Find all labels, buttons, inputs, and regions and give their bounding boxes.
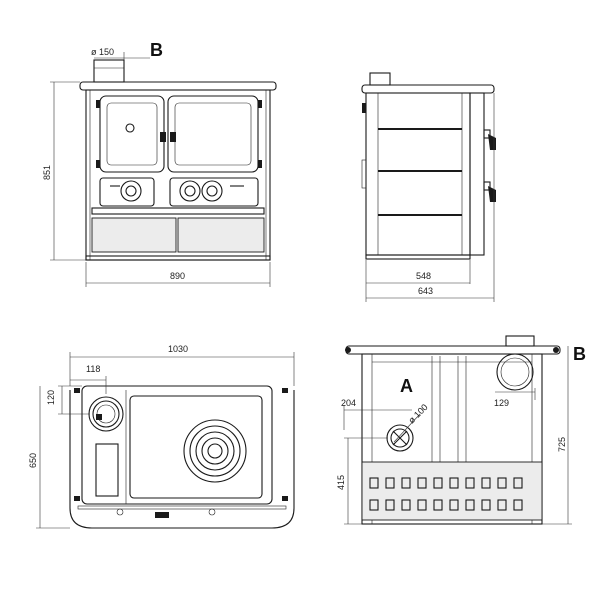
top-view: 1030 118 120 650 (28, 344, 295, 529)
front-drawer-right (177, 217, 265, 253)
front-oven-door (167, 95, 259, 173)
firebox-door-knob (125, 123, 135, 133)
side-depth-inner-label: 548 (416, 271, 431, 281)
top-firebox-lid (95, 443, 119, 497)
top-hotplate-area (129, 395, 263, 499)
top-flue-offset-x-label: 118 (86, 364, 100, 374)
draft-control-knob (120, 180, 142, 202)
rear-cooktop (345, 345, 561, 355)
rear-offset-b-label: 129 (494, 398, 509, 408)
front-view: ø 150 B 851 890 (42, 40, 277, 287)
rear-vent-slots (369, 477, 523, 511)
rear-flue-diameter-label: ø 100 (406, 402, 429, 425)
front-left-door (99, 95, 165, 173)
rear-vent-grille (361, 461, 543, 521)
front-towel-rail (91, 207, 265, 215)
side-panel-3 (378, 214, 462, 216)
top-cooktop (81, 385, 273, 505)
side-cooktop (361, 84, 495, 94)
rear-offset-a-label: 204 (341, 398, 356, 408)
rear-flue-outlet-top (505, 335, 535, 347)
flue-diameter-label: ø 150 (91, 47, 114, 57)
side-panel-2 (378, 170, 462, 172)
callout-a-rear: A (400, 376, 413, 396)
front-flue-outlet (93, 59, 125, 83)
front-control-panel (169, 177, 259, 207)
front-width-label: 890 (170, 271, 185, 281)
callout-b-front: B (150, 40, 163, 60)
rear-body (361, 353, 543, 525)
front-height-label: 851 (42, 165, 52, 180)
side-body (365, 92, 471, 256)
top-outline (69, 390, 295, 529)
rear-height-a-label: 415 (336, 475, 346, 490)
front-drawer-left (91, 217, 177, 253)
top-flue-offset-y-label: 120 (46, 390, 56, 405)
side-flue-outlet (369, 72, 391, 86)
rear-height-total-label: 725 (557, 437, 567, 452)
side-panel-1 (378, 128, 462, 130)
top-depth-label: 650 (28, 453, 38, 468)
side-view: 548 643 (361, 72, 496, 302)
top-flue-ring (88, 396, 124, 432)
callout-b-rear: B (573, 344, 586, 364)
rear-view: A B 204 ø 100 129 725 415 (336, 335, 586, 525)
front-cooktop (79, 81, 277, 91)
thermostat-knob (201, 180, 223, 202)
hotplate-rings (183, 419, 247, 483)
rear-flue-outlet-b (496, 353, 534, 391)
side-depth-total-label: 643 (418, 286, 433, 296)
top-width-label: 1030 (168, 344, 188, 354)
oven-control-knob (179, 180, 201, 202)
front-ash-drawer (99, 177, 155, 207)
